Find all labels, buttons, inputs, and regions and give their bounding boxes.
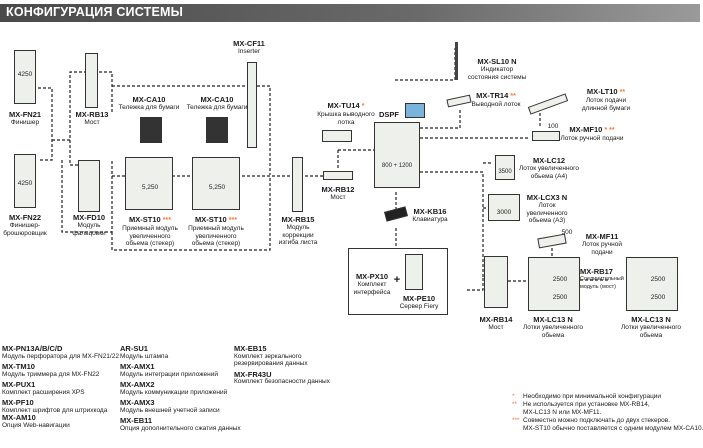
cart-ca10-1-image xyxy=(140,117,162,143)
line-stackers-bottom xyxy=(111,176,271,251)
finisher-fn21-image: 4250 xyxy=(14,50,36,104)
section-header: КОНФИГУРАЦИЯ СИСТЕМЫ xyxy=(0,4,700,22)
status-light-sl10n-image xyxy=(455,42,458,80)
label-tr14: MX-TR14 ** Выводной лоток xyxy=(471,91,521,109)
line-cf11-top xyxy=(112,85,271,175)
plus-sign: + xyxy=(393,274,401,286)
footnotes: *Необходимо при минимальной конфигурации… xyxy=(512,393,703,432)
tray-cover-tu14-image xyxy=(322,130,352,142)
line-lc-branch xyxy=(420,171,484,278)
lcc-lc13n-1-image: 2500 2500 xyxy=(528,257,580,311)
bridge-rb14-image xyxy=(484,256,508,308)
inserter-cf11-image xyxy=(247,62,257,148)
lcc-lcx3n-image: 3000 xyxy=(488,194,520,221)
line-sl10 xyxy=(395,48,456,81)
line-tr14 xyxy=(405,108,461,129)
control-panel-screen xyxy=(405,103,425,118)
main-unit-image: 800 + 1200 xyxy=(374,122,420,188)
line-fn21-fn22 xyxy=(38,87,53,161)
label-mf10: MX-MF10 * ** Лоток ручной подачи xyxy=(560,125,624,143)
note-2: **Не используется при установке MX-RB14, xyxy=(512,401,650,408)
line-fd-loop xyxy=(61,160,113,233)
server-pe10-image xyxy=(405,254,423,290)
folder-fd10-image xyxy=(78,160,100,212)
decurler-rb15-image xyxy=(292,157,303,212)
stacker-st10-2-image: 5,250 xyxy=(192,157,240,210)
page-title: КОНФИГУРАЦИЯ СИСТЕМЫ xyxy=(6,5,184,19)
note-3: ***Совместно можно подключать до двух ст… xyxy=(512,417,671,424)
mf11-capacity: 500 xyxy=(561,229,573,236)
note-1: *Необходимо при минимальной конфигурации xyxy=(512,393,662,400)
fiery-server-box xyxy=(348,248,448,315)
bypass-tray-mf10-image xyxy=(532,131,560,141)
mf10-capacity: 100 xyxy=(547,123,559,130)
line-rb14-down xyxy=(466,278,484,291)
label-dspf: DSPF xyxy=(378,110,399,119)
lcc-lc13n-2-image: 2500 2500 xyxy=(626,257,678,311)
stacker-st10-1-image: 5,250 xyxy=(125,157,173,210)
finisher-fn22-image: 4250 xyxy=(14,154,36,208)
bridge-rb12-image xyxy=(323,171,353,180)
lcc-lc12-image: 3500 xyxy=(495,155,515,180)
cart-ca10-2-image xyxy=(206,117,228,143)
bridge-rb13-image xyxy=(85,53,98,108)
line-rb13 xyxy=(52,71,113,141)
